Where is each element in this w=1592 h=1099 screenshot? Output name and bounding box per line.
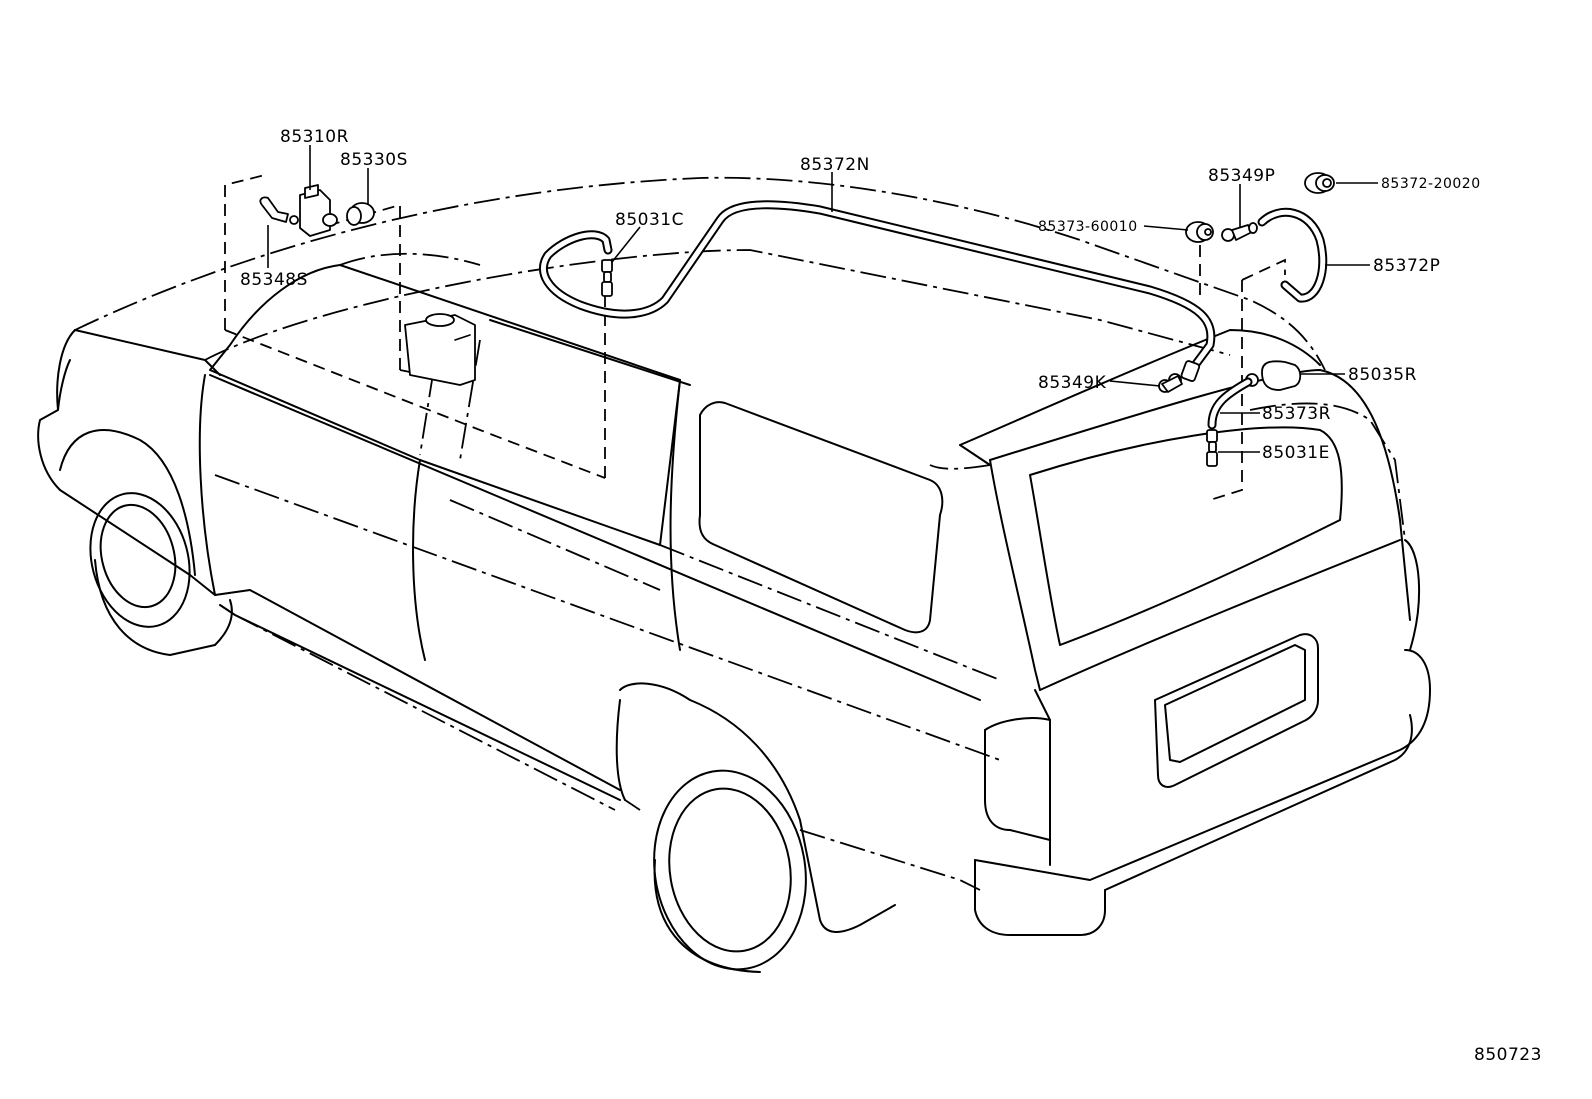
callout-85373R: 85373R [1262, 404, 1331, 424]
pump-grommet [346, 202, 375, 226]
rear-washer-pump [1245, 360, 1302, 391]
callout-85372P: 85372P [1373, 256, 1440, 276]
washer-nozzle [1185, 221, 1214, 243]
callout-85330S: 85330S [340, 150, 408, 170]
figure-number: 850723 [1474, 1045, 1542, 1065]
callout-85035R: 85035R [1348, 365, 1417, 385]
callout-85310R: 85310R [280, 127, 349, 147]
callout-85373-60010: 85373-60010 [1038, 219, 1138, 235]
check-valve-rear [1206, 429, 1218, 467]
callout-85349P: 85349P [1208, 166, 1275, 186]
check-valve-front [601, 259, 613, 297]
leader-lines [267, 145, 1378, 453]
front-washer-group [224, 174, 606, 479]
hose-connector-upper [1221, 222, 1258, 242]
washer-tank [404, 313, 476, 386]
callout-85372N: 85372N [800, 155, 870, 175]
callout-85031E: 85031E [1262, 443, 1330, 463]
washer-pump-motor [299, 184, 338, 237]
callout-85031C: 85031C [615, 210, 684, 230]
callout-85348S: 85348S [240, 270, 308, 290]
roof-hose [539, 200, 1216, 382]
rear-grommet [1304, 172, 1335, 194]
callout-85372-20020: 85372-20020 [1381, 176, 1481, 192]
elbow-hose [259, 196, 299, 225]
hose-connector-lower [1158, 373, 1183, 393]
vehicle-outline [37, 176, 1431, 973]
callout-labels: 85310R 85330S 85348S 85372N 85031C 85349… [240, 127, 1542, 1065]
rear-washer-group [1158, 172, 1335, 501]
callout-85349K: 85349K [1038, 373, 1107, 393]
